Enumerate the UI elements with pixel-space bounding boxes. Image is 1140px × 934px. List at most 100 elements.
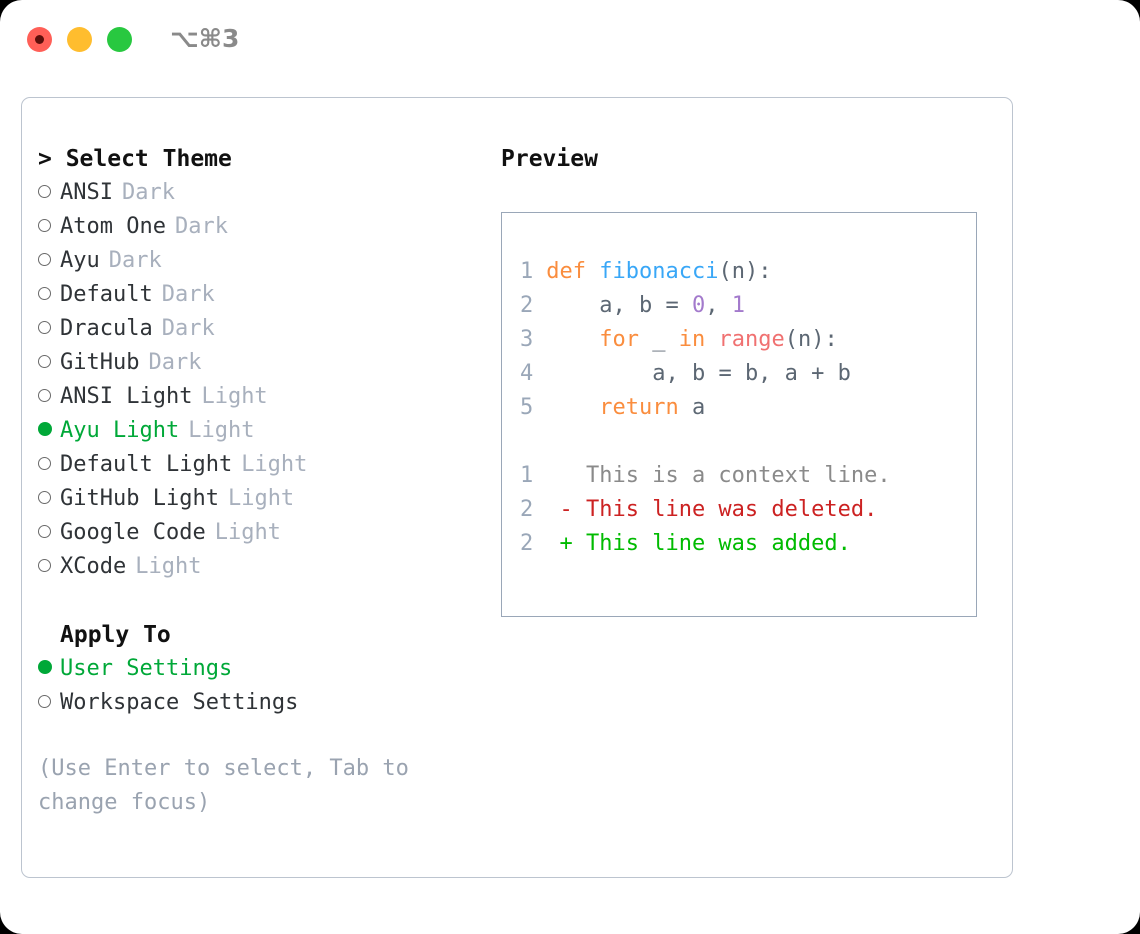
radio-unselected-icon (38, 354, 51, 368)
theme-option-tag: Dark (108, 248, 162, 273)
apply-to-header: Apply To (60, 622, 171, 648)
theme-radio (38, 380, 60, 414)
apply-to-option-row[interactable]: User Settings (38, 652, 468, 686)
theme-option-row[interactable]: Ayu Light Light (38, 414, 468, 448)
theme-radio (38, 482, 60, 516)
theme-option-tag: Light (201, 384, 268, 409)
theme-option-tag: Light (227, 486, 295, 511)
theme-option-row[interactable]: ANSI Light Light (38, 380, 468, 414)
code-line-number: 5 (520, 395, 534, 420)
code-token-var: _ (652, 327, 679, 352)
theme-option-label: Ayu (60, 248, 100, 273)
radio-unselected-icon (38, 694, 51, 708)
code-token-var (546, 327, 599, 352)
theme-radio (38, 550, 60, 584)
preview-column: Preview 1 def fibonacci(n):2 a, b = 0, 1… (501, 142, 981, 617)
code-token-kw: in (678, 327, 719, 352)
theme-option-label: GitHub Light (60, 486, 219, 511)
theme-option-row[interactable]: Atom One Dark (38, 210, 468, 244)
radio-selected-icon (38, 422, 52, 436)
theme-option-row[interactable]: ANSI Dark (38, 176, 468, 210)
code-line: 4 a, b = b, a + b (520, 357, 976, 391)
theme-option-label: ANSI (60, 180, 113, 205)
radio-unselected-icon (38, 388, 51, 402)
theme-option-tag: Dark (121, 180, 175, 205)
theme-radio (38, 244, 60, 278)
theme-radio (38, 278, 60, 312)
theme-option-label: Default Light (60, 452, 233, 477)
apply-to-radio (38, 652, 60, 686)
code-token-call: range (718, 327, 785, 352)
code-token-num: 1 (731, 293, 745, 318)
theme-radio (38, 312, 60, 346)
theme-option-row[interactable]: Default Light Light (38, 448, 468, 482)
radio-unselected-icon (38, 456, 51, 470)
preview-header: Preview (501, 146, 598, 172)
theme-radio (38, 210, 60, 244)
code-line-number: 3 (520, 327, 534, 352)
theme-option-label: ANSI Light (60, 384, 193, 409)
maximize-button[interactable] (107, 27, 132, 52)
apply-to-radio (38, 686, 60, 720)
theme-option-row[interactable]: Google Code Light (38, 516, 468, 550)
code-token-fn: fibonacci (599, 259, 719, 284)
diff-line: 2 - This line was deleted. (520, 493, 976, 527)
radio-unselected-icon (38, 490, 51, 504)
apply-to-option-label: Workspace Settings (60, 690, 299, 715)
minimize-button[interactable] (67, 27, 92, 52)
theme-option-row[interactable]: Ayu Dark (38, 244, 468, 278)
theme-option-tag: Dark (161, 282, 215, 307)
theme-radio (38, 516, 60, 550)
theme-option-tag: Light (214, 520, 281, 545)
theme-radio (38, 448, 60, 482)
code-token-var: b, a + b (744, 361, 851, 386)
code-token-var: a, b (546, 361, 719, 386)
theme-option-tag: Dark (174, 214, 228, 239)
code-token-kw: for (599, 327, 653, 352)
theme-option-row[interactable]: GitHub Light Light (38, 482, 468, 516)
theme-option-label: Google Code (60, 520, 206, 545)
code-line: 2 a, b = 0, 1 (520, 289, 976, 323)
theme-option-row[interactable]: GitHub Dark (38, 346, 468, 380)
theme-option-label: GitHub (60, 350, 140, 375)
diff-line-number: 2 (520, 497, 534, 522)
code-diff-gap (520, 425, 976, 459)
apply-to-option-row[interactable]: Workspace Settings (38, 686, 468, 720)
title-bar: ⌥⌘3 (0, 0, 1140, 80)
code-token-punc: = (718, 361, 745, 386)
diff-line: 2 + This line was added. (520, 527, 976, 561)
theme-radio (38, 346, 60, 380)
diff-line: 1 This is a context line. (520, 459, 976, 493)
theme-option-label: Ayu Light (60, 418, 180, 443)
close-button[interactable] (27, 27, 52, 52)
theme-option-tag: Light (188, 418, 255, 443)
code-token-num: 0 (691, 293, 706, 318)
code-line-number: 4 (520, 361, 534, 386)
theme-option-label: Atom One (60, 214, 166, 239)
diff-line-text: - This line was deleted. (533, 497, 878, 522)
diff-line-number: 2 (520, 531, 534, 556)
code-line-number: 1 (520, 259, 534, 284)
code-token-punc: (n): (718, 259, 772, 284)
radio-unselected-icon (38, 320, 51, 334)
section-spacer (38, 584, 468, 618)
keyboard-shortcut-label: ⌥⌘3 (170, 24, 240, 53)
theme-option-tag: Light (135, 554, 202, 579)
apply-to-option-label: User Settings (60, 656, 233, 681)
code-line: 1 def fibonacci(n): (520, 255, 976, 289)
code-line: 5 return a (520, 391, 976, 425)
code-line-number: 2 (520, 293, 534, 318)
radio-unselected-icon (38, 558, 51, 572)
theme-option-tag: Dark (148, 350, 202, 375)
keyboard-hint-text: (Use Enter to select, Tab to change focu… (38, 756, 409, 815)
theme-option-tag: Light (241, 452, 308, 477)
radio-selected-icon (38, 660, 52, 674)
radio-unselected-icon (38, 286, 51, 300)
